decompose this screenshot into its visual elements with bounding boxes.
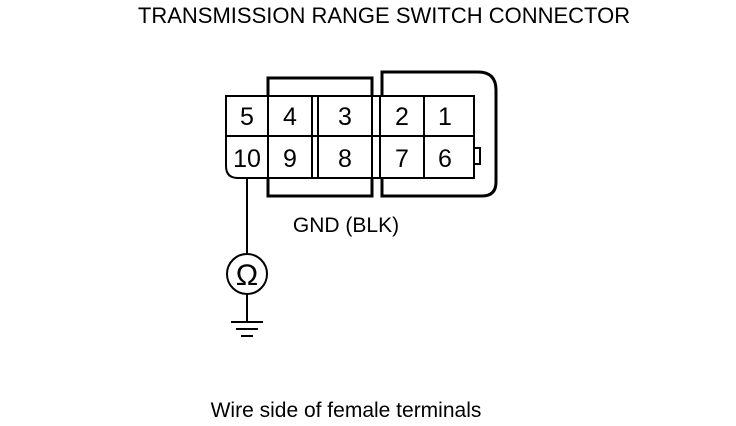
pin-9-label: 9 xyxy=(283,145,297,173)
ground-icon xyxy=(231,321,263,337)
pin-6-label: 6 xyxy=(438,145,452,173)
ohm-icon: Ω xyxy=(236,259,258,292)
diagram-caption: Wire side of female terminals xyxy=(211,399,482,422)
connector-shroud-right xyxy=(380,70,498,198)
connector-housing xyxy=(225,95,475,179)
connector-bottom-tab-left xyxy=(266,178,374,198)
diagram-title: TRANSMISSION RANGE SWITCH CONNECTOR xyxy=(138,3,630,28)
pin-10-label: 10 xyxy=(233,145,261,173)
pin-3-label: 3 xyxy=(338,103,352,131)
pin-5-label: 5 xyxy=(240,103,254,131)
pin-2-label: 2 xyxy=(395,103,409,131)
pin-7-label: 7 xyxy=(395,145,409,173)
pin-8-label: 8 xyxy=(338,145,352,173)
connector-key-notch xyxy=(474,147,481,165)
pin-4-label: 4 xyxy=(283,103,297,131)
gnd-wire-label: GND (BLK) xyxy=(293,214,399,237)
pin-1-label: 1 xyxy=(438,103,452,131)
connector-top-tab-left xyxy=(266,76,374,96)
